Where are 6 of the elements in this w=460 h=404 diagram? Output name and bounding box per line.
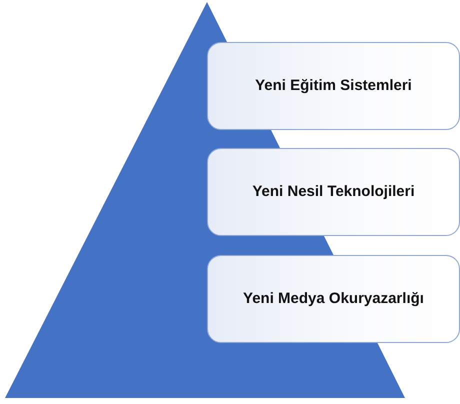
level-box [207,255,460,343]
level-label: Yeni Eğitim Sistemleri [255,76,412,96]
level-label: Yeni Medya Okuryazarlığı [243,289,424,309]
level-box [207,148,460,236]
level-box [207,42,460,130]
level-label: Yeni Nesil Teknolojileri [252,182,415,202]
